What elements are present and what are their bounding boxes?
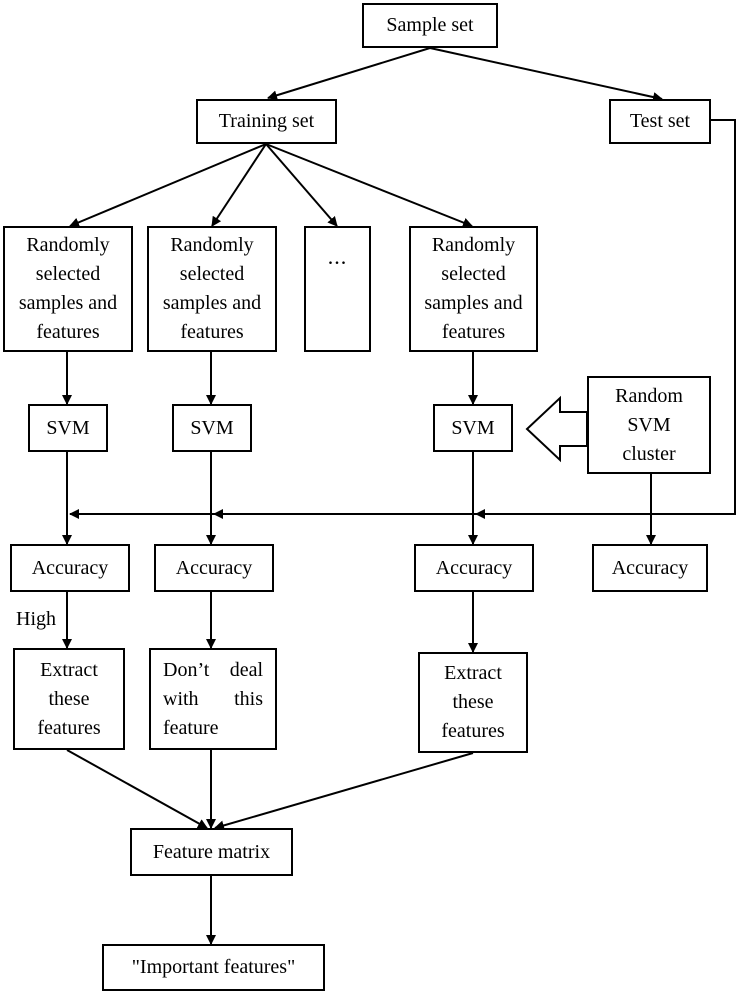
arrow-extract-1-to-matrix (66, 749, 208, 829)
extract-line-3: features (37, 716, 101, 739)
accuracy-box-1: Accuracy (10, 544, 130, 592)
random-select-box-2: Randomly selected samples and features (147, 226, 277, 352)
dont-deal-box: Don’t deal with this feature (149, 648, 277, 750)
extract-line-2: these (48, 687, 90, 710)
test-set-route (651, 119, 736, 515)
arrow-sample-to-training (267, 47, 431, 101)
extract-line-1: Extract (444, 662, 502, 684)
arrow-training-to-branch-3 (265, 143, 338, 227)
random-select-line-2: selected (179, 263, 245, 285)
accuracy-box-2: Accuracy (154, 544, 274, 592)
accuracy-label: Accuracy (175, 556, 253, 579)
svm-label: SVM (46, 416, 90, 439)
extract-features-box-1: Extract these features (13, 648, 125, 750)
cluster-line-1: Random (615, 384, 683, 407)
feature-matrix-label: Feature matrix (152, 840, 271, 863)
random-select-line-4: features (36, 321, 100, 343)
svm-box-3: SVM (433, 404, 513, 452)
training-set-box: Training set (196, 99, 337, 144)
dont-deal-line-2: with this (163, 687, 263, 710)
accuracy-label: Accuracy (435, 556, 513, 579)
high-label: High (16, 608, 56, 630)
arrow-sample-to-test (429, 47, 663, 102)
random-select-line-1: Randomly (170, 234, 254, 256)
random-select-box-4: Randomly selected samples and features (409, 226, 538, 352)
arrow-training-to-branch-2 (211, 143, 267, 227)
random-select-line-1: Randomly (431, 234, 516, 256)
test-set-label: Test set (629, 110, 691, 132)
dont-deal-line-3: feature (163, 716, 219, 739)
random-select-line-3: samples and (18, 292, 118, 314)
feature-matrix-box: Feature matrix (130, 828, 293, 876)
arrow-training-to-branch-1 (69, 143, 267, 228)
training-set-label: Training set (218, 110, 315, 132)
accuracy-label: Accuracy (611, 556, 689, 579)
ellipsis-box: ... (304, 226, 371, 352)
random-svm-cluster-box: Random SVM cluster (587, 376, 711, 474)
random-select-line-2: selected (441, 263, 506, 285)
random-select-line-1: Randomly (26, 234, 110, 256)
important-features-label: "Important features" (131, 956, 296, 978)
extract-line-2: these (452, 691, 494, 713)
accuracy-label: Accuracy (31, 556, 109, 579)
sample-set-box: Sample set (362, 3, 498, 48)
svm-box-1: SVM (28, 404, 108, 452)
random-select-line-4: features (441, 321, 506, 343)
arrow-extract-3-to-matrix (214, 752, 474, 831)
test-set-box: Test set (609, 99, 711, 144)
svm-box-2: SVM (172, 404, 252, 452)
svm-label: SVM (451, 416, 495, 439)
random-select-line-2: selected (35, 263, 101, 285)
cluster-line-3: cluster (622, 442, 676, 465)
accuracy-box-4: Accuracy (592, 544, 708, 592)
random-select-line-3: samples and (162, 292, 262, 314)
random-select-box-1: Randomly selected samples and features (3, 226, 133, 352)
accuracy-box-3: Accuracy (414, 544, 534, 592)
ellipsis-label: ... (327, 244, 348, 269)
extract-features-box-3: Extract these features (418, 652, 528, 753)
extract-line-1: Extract (40, 658, 98, 681)
dont-deal-line-1: Don’t deal (163, 658, 263, 681)
random-select-line-4: features (180, 321, 244, 343)
block-arrow-cluster-to-svm (525, 395, 588, 463)
cluster-line-2: SVM (627, 413, 671, 436)
important-features-box: "Important features" (102, 944, 325, 991)
random-select-line-3: samples and (424, 292, 523, 314)
svm-label: SVM (190, 416, 234, 439)
arrow-training-to-branch-4 (265, 143, 473, 228)
extract-line-3: features (441, 720, 505, 742)
sample-set-label: Sample set (386, 14, 474, 36)
